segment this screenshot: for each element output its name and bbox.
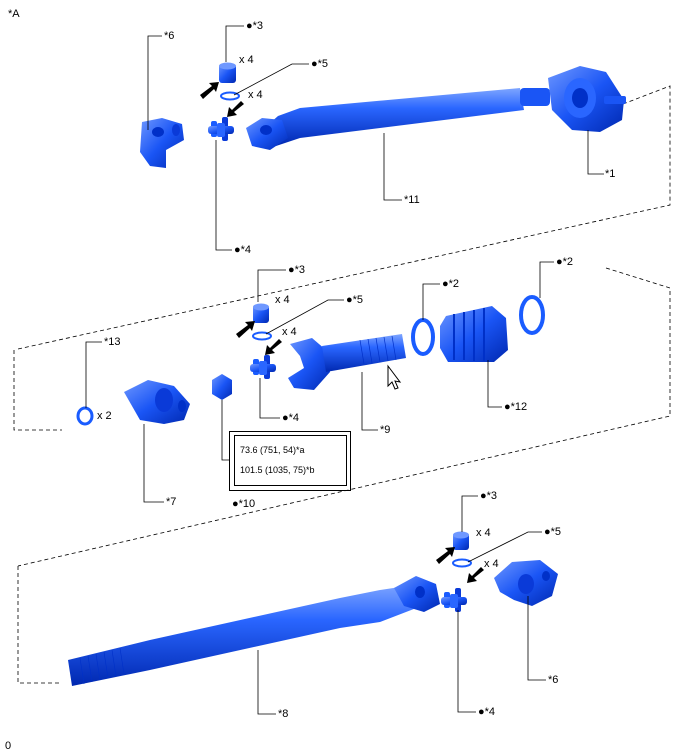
label-part-3-bottom: ●*3 bbox=[480, 490, 498, 502]
qty-part-3-top: x 4 bbox=[239, 54, 254, 66]
spider-part-4-bottom bbox=[441, 588, 467, 612]
label-part-11: *11 bbox=[404, 194, 420, 206]
bearing-cup-part-3-bottom bbox=[453, 531, 469, 550]
label-part-3-top: ●*3 bbox=[246, 20, 264, 32]
label-part-5-mid: ●*5 bbox=[346, 294, 364, 306]
clamp-part-2-right bbox=[519, 295, 545, 335]
leader-lines-bottom bbox=[257, 495, 546, 715]
qty-part-13: x 2 bbox=[97, 410, 112, 422]
torque-spec-inner: 73.6 (751, 54)*a 101.5 (1035, 75)*b bbox=[234, 435, 347, 486]
slip-yoke-part-9 bbox=[288, 334, 406, 390]
label-part-5-bottom: ●*5 bbox=[544, 526, 562, 538]
section-frames bbox=[13, 85, 671, 684]
flange-yoke-part-6-bottom bbox=[494, 560, 558, 606]
leader-lines-top bbox=[147, 25, 604, 251]
footer-code: 0 bbox=[5, 740, 12, 752]
label-part-1: *1 bbox=[605, 168, 616, 180]
label-part-2-left: ●*2 bbox=[442, 278, 460, 290]
figure-id: *A bbox=[8, 8, 20, 20]
leader-lines-mid bbox=[85, 261, 554, 503]
qty-part-5-mid: x 4 bbox=[282, 326, 297, 338]
label-part-13: *13 bbox=[104, 336, 121, 348]
qty-part-3-bottom: x 4 bbox=[476, 527, 491, 539]
propeller-shaft-part-8 bbox=[68, 576, 440, 686]
label-part-6-top: *6 bbox=[164, 30, 175, 42]
snap-ring-part-5-top bbox=[220, 91, 240, 101]
torque-spec-b: 101.5 (1035, 75)*b bbox=[240, 465, 315, 475]
label-part-6-bottom: *6 bbox=[548, 674, 559, 686]
bearing-cup-part-3-top bbox=[219, 62, 236, 83]
qty-part-3-mid: x 4 bbox=[275, 294, 290, 306]
label-part-10: ●*10 bbox=[232, 498, 256, 510]
spider-part-4-top bbox=[208, 117, 234, 141]
label-part-4-top: ●*4 bbox=[234, 244, 252, 256]
flange-yoke-part-6-top bbox=[140, 118, 184, 168]
label-part-4-bottom: ●*4 bbox=[478, 706, 496, 718]
propeller-shaft-part-11 bbox=[246, 88, 550, 150]
label-part-5-top: ●*5 bbox=[311, 58, 329, 70]
install-arrows-bottom bbox=[436, 547, 484, 583]
label-part-3-mid: ●*3 bbox=[288, 264, 306, 276]
cursor-arrow-icon bbox=[387, 364, 402, 390]
washer-part-13 bbox=[76, 406, 94, 426]
label-part-9: *9 bbox=[380, 424, 391, 436]
yoke-part-7 bbox=[124, 380, 190, 424]
spider-part-4-mid bbox=[250, 355, 276, 379]
qty-part-5-bottom: x 4 bbox=[484, 558, 499, 570]
boot-part-12 bbox=[440, 306, 508, 362]
qty-part-5-top: x 4 bbox=[248, 89, 263, 101]
bearing-cup-part-3-mid bbox=[253, 303, 269, 323]
label-part-8: *8 bbox=[278, 708, 289, 720]
install-arrows-top bbox=[200, 82, 244, 117]
label-part-12: ●*12 bbox=[504, 401, 528, 413]
center-bolt-part-10 bbox=[212, 374, 232, 400]
label-part-7: *7 bbox=[166, 496, 177, 508]
label-part-2-right: ●*2 bbox=[556, 256, 574, 268]
torque-spec-box: 73.6 (751, 54)*a 101.5 (1035, 75)*b bbox=[229, 431, 351, 491]
snap-ring-part-5-mid bbox=[252, 331, 272, 341]
center-bearing-part-1 bbox=[548, 66, 626, 132]
install-arrows-mid bbox=[236, 321, 282, 355]
clamp-part-2-left bbox=[411, 318, 435, 356]
snap-ring-part-5-bottom bbox=[452, 558, 472, 568]
label-part-4-mid: ●*4 bbox=[282, 412, 300, 424]
torque-spec-a: 73.6 (751, 54)*a bbox=[240, 445, 305, 455]
